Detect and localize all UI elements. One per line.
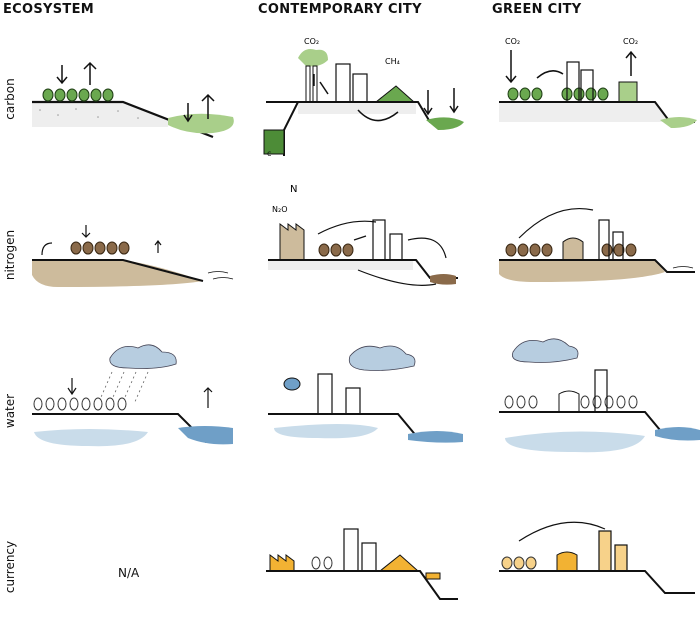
ch4-label: CH₄ [385, 57, 400, 66]
n-symbol-label: N [290, 184, 297, 195]
n2o-label: N₂O [272, 205, 288, 214]
currency-green-sketch [499, 521, 695, 594]
water-contemporary-sketch [268, 345, 463, 443]
nitrogen-green-sketch [499, 207, 695, 282]
nitrogen-ecosystem-sketch [32, 225, 234, 287]
carbon-ecosystem-sketch [32, 61, 234, 139]
co2-label: CO₂ [304, 37, 319, 46]
co2-label-left: CO₂ [505, 37, 520, 46]
flux-arrows [56, 61, 215, 123]
c-block-label: c [267, 149, 271, 158]
water-ecosystem-sketch [32, 344, 233, 447]
currency-contemporary-sketch [266, 528, 458, 600]
carbon-green-sketch: CO₂ CO₂ [499, 37, 697, 128]
na-label: N/A [118, 566, 140, 580]
soil-speckles [39, 108, 139, 119]
co2-label-right: CO₂ [623, 37, 638, 46]
row-label-nitrogen: nitrogen [3, 229, 17, 281]
nitrogen-contemporary-sketch: N N₂O [268, 184, 458, 286]
row-label-water: water [3, 393, 17, 429]
tree-row [42, 88, 114, 102]
column-header-ecosystem: ECOSYSTEM [3, 2, 94, 17]
water-green-sketch [499, 338, 700, 453]
row-label-carbon: carbon [3, 78, 17, 120]
row-label-currency: currency [3, 540, 17, 594]
carbon-contemporary-sketch: CO₂ CH₄ c [263, 37, 464, 158]
column-header-green-city: GREEN CITY [492, 2, 582, 17]
column-header-contemporary-city: CONTEMPORARY CITY [258, 2, 422, 17]
